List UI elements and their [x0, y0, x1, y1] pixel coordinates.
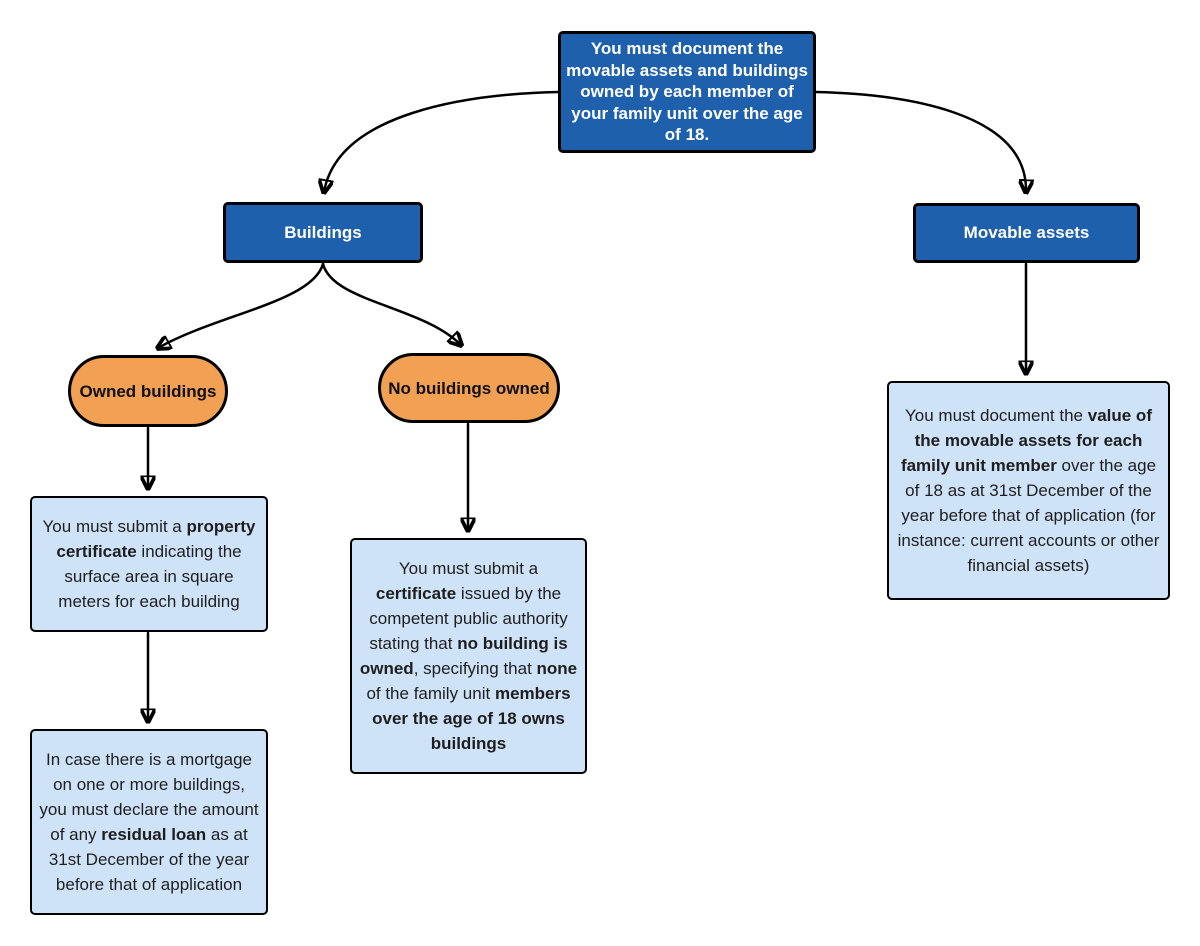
note-mortgage-residual-loan: In case there is a mortgage on one or mo… — [30, 729, 268, 915]
node-buildings: Buildings — [223, 202, 423, 263]
movable-assets-label: Movable assets — [963, 223, 1090, 243]
edge-buildings-to-none — [321, 262, 461, 345]
note-no-building-certificate: You must submit a certificate issued by … — [350, 538, 587, 774]
edge-buildings-to-owned — [158, 262, 325, 348]
no-building-certificate-text: You must submit a certificate issued by … — [359, 559, 578, 753]
node-owned-buildings: Owned buildings — [68, 355, 228, 427]
edge-root-to-movable-assets — [814, 90, 1026, 192]
root-statement-text: You must document the movable assets and… — [566, 39, 808, 145]
note-movable-assets-value: You must document the value of the movab… — [887, 381, 1170, 600]
node-no-buildings-owned: No buildings owned — [378, 353, 560, 423]
buildings-label: Buildings — [284, 222, 362, 242]
mortgage-residual-loan-text: In case there is a mortgage on one or mo… — [39, 750, 259, 894]
note-property-certificate: You must submit a property certificate i… — [30, 496, 268, 632]
edge-root-to-buildings — [324, 90, 560, 192]
node-movable-assets: Movable assets — [913, 203, 1140, 263]
owned-buildings-label: Owned buildings — [79, 381, 217, 401]
property-certificate-text: You must submit a property certificate i… — [42, 517, 256, 611]
node-root-statement: You must document the movable assets and… — [558, 31, 816, 153]
movable-assets-value-text: You must document the value of the movab… — [897, 406, 1160, 575]
no-buildings-owned-label: No buildings owned — [388, 378, 550, 398]
